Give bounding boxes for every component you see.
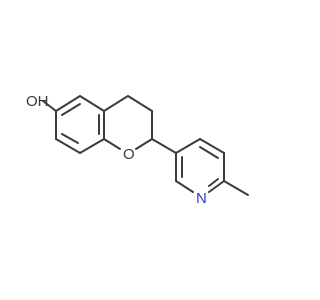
- bond-pyridine-5: [199, 138, 225, 154]
- bond-methyl: [223, 180, 249, 196]
- bond-chroman-1: [103, 95, 129, 112]
- bond-phenol-2: [79, 95, 105, 112]
- bond-pyridine-3: [208, 180, 225, 193]
- ring-oxygen-label: O: [123, 146, 135, 163]
- bond-phenol-4: [79, 138, 105, 154]
- bond-chroman-4: [135, 138, 153, 150]
- structure-canvas: OH O N: [26, 93, 249, 207]
- hydroxyl-label: OH: [26, 93, 49, 110]
- pyridine-nitrogen-label: N: [196, 190, 207, 207]
- bond-chroman-2: [127, 95, 153, 112]
- bond-phenol-5: [55, 138, 81, 154]
- double-bond-pyridine-c: [208, 178, 219, 187]
- bond-link-pyridine: [151, 138, 177, 154]
- bond-pyridine-6: [175, 138, 201, 154]
- bond-phenol-oh: [42, 100, 57, 112]
- bond-phenol-1: [55, 95, 81, 112]
- double-bond-phenol-c: [61, 133, 79, 144]
- double-bond-phenol-a: [61, 103, 81, 116]
- bond-chroman-5: [103, 138, 121, 150]
- molecule-diagram: OH O N: [26, 93, 249, 207]
- double-bond-pyridine-b: [199, 146, 219, 159]
- bond-pyridine-2: [175, 180, 194, 193]
